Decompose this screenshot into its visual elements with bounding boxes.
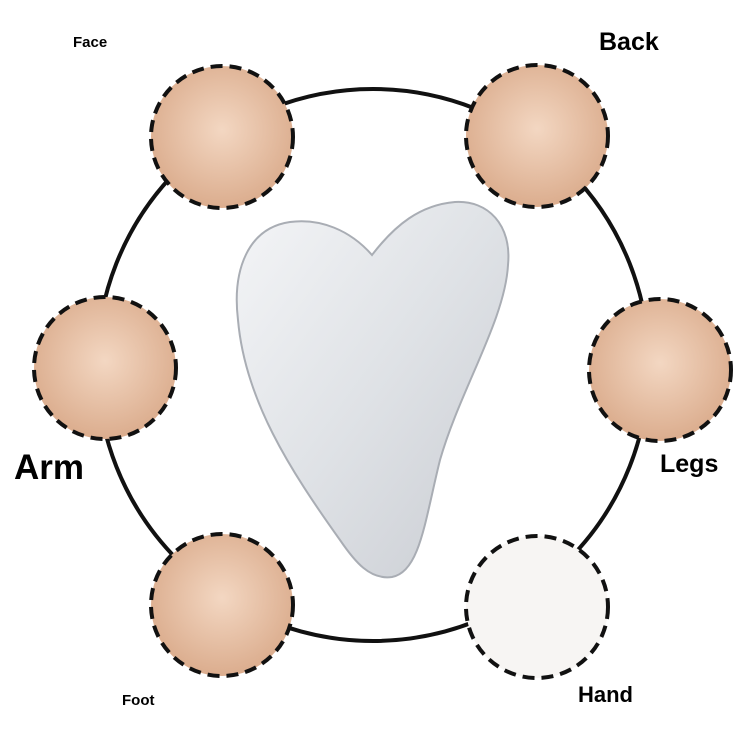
label-arm: Arm <box>14 448 85 487</box>
label-legs: Legs <box>660 450 719 478</box>
label-face: Face <box>73 34 108 51</box>
foot-photo <box>149 532 295 678</box>
legs-photo <box>587 297 733 443</box>
face-photo <box>149 64 295 210</box>
label-foot: Foot <box>122 692 155 709</box>
label-hand: Hand <box>578 682 633 707</box>
gua-sha-heart-tool <box>235 200 510 579</box>
body-part-circles <box>32 63 733 680</box>
back-photo <box>464 63 610 209</box>
hand-photo <box>464 534 610 680</box>
label-back: Back <box>599 28 659 56</box>
arm-photo <box>32 295 178 441</box>
